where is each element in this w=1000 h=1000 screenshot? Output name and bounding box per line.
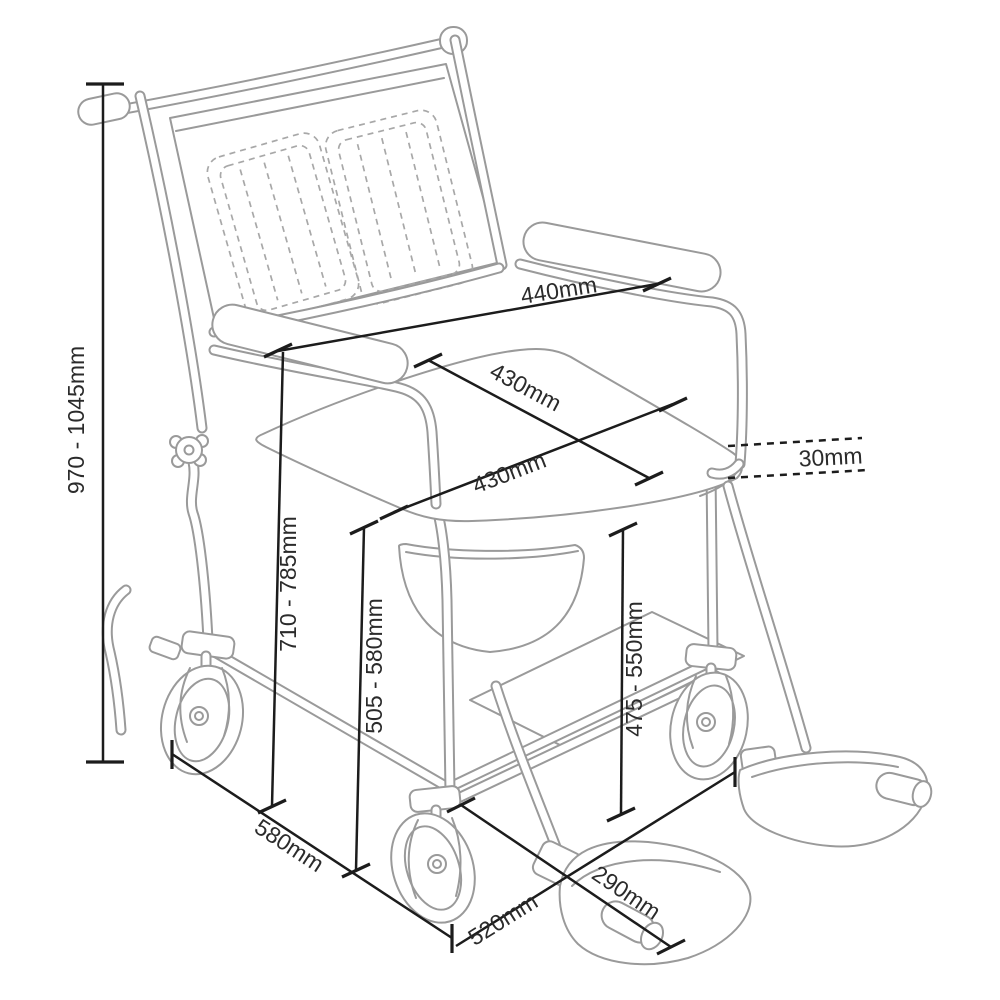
adjustment-knob — [169, 434, 209, 468]
caster-rear-left — [148, 630, 245, 776]
dim-label-floor-to-armrest: 710 - 785mm — [275, 516, 301, 652]
armrest-left — [208, 303, 436, 504]
caster-front-left — [390, 785, 476, 924]
dim-label-floor-to-seat: 505 - 580mm — [361, 598, 387, 734]
dim-overall-height: 970 - 1045mm — [63, 82, 124, 764]
dim-floor-to-armrest: 710 - 785mm — [257, 351, 301, 815]
dim-label-overall-height: 970 - 1045mm — [63, 346, 89, 494]
base-shelf — [469, 611, 745, 747]
caster-right — [669, 643, 749, 781]
chair-artwork — [77, 26, 933, 966]
armrest-right — [520, 221, 742, 474]
dim-label-base-depth: 580mm — [250, 814, 328, 878]
leg-rear-right — [711, 472, 713, 650]
dim-frame-height: 475 - 550mm — [606, 521, 647, 823]
back-post-left-lower — [191, 462, 208, 640]
armrest-pad-right — [522, 221, 722, 293]
dim-floor-to-seat: 505 - 580mm — [341, 519, 387, 879]
backrest-panel-top-edge — [175, 77, 445, 132]
dim-label-frame-height: 475 - 550mm — [621, 601, 647, 737]
dim-label-base-width: 520mm — [463, 888, 542, 951]
dim-label-armrest-span: 440mm — [519, 271, 599, 309]
backrest-pad-left — [206, 132, 360, 324]
footplate-right — [737, 745, 933, 848]
dim-cushion-thickness: 30mm — [727, 436, 869, 480]
armrest-pad-left — [211, 303, 409, 385]
commode-pail — [398, 543, 585, 653]
dim-label-cushion-thickness: 30mm — [798, 442, 863, 471]
left-outrigger-tube — [107, 590, 126, 730]
backrest-pad-right — [324, 109, 474, 305]
